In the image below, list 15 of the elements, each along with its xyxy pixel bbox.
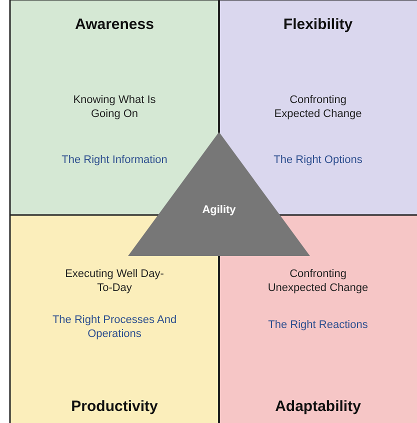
description-text: Knowing What Is Going On — [72, 93, 157, 121]
subtitle-text: The Right Reactions — [267, 318, 369, 332]
quadrant-title: Flexibility — [282, 16, 354, 33]
quadrant-title: Adaptability — [274, 398, 362, 415]
description-text: Confronting Expected Change — [273, 93, 363, 121]
quadrant-title: Productivity — [70, 398, 159, 415]
description-text: Executing Well Day-To-Day — [64, 267, 165, 295]
quadrant-panel — [10, 215, 219, 423]
subtitle-text: The Right Options — [272, 153, 364, 167]
subtitle-text: The Right Processes And Operations — [51, 313, 178, 341]
description-text: Confronting Unexpected Change — [266, 267, 370, 295]
quadrant-title: Awareness — [74, 16, 155, 33]
subtitle-text: The Right Information — [60, 153, 168, 167]
quadrant-panel — [219, 215, 417, 423]
center-label: Agility — [201, 204, 237, 216]
